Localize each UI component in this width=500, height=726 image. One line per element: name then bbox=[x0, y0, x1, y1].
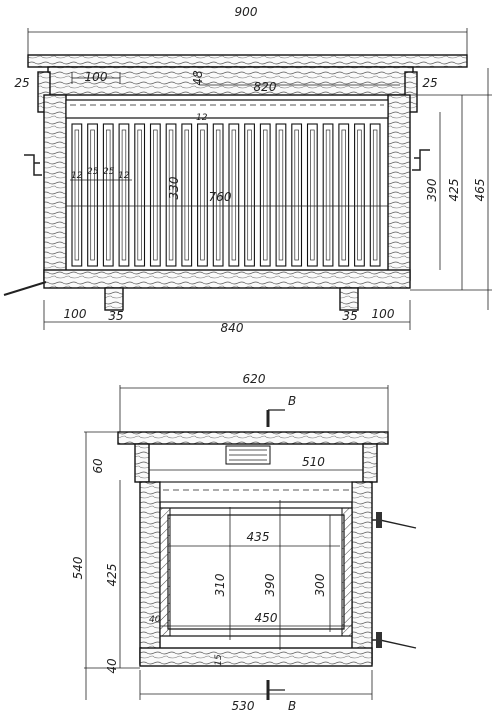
cross-section-view: 620 B B 510 60 435 bbox=[71, 372, 417, 713]
dim-frame-length: 760 bbox=[209, 190, 232, 204]
frame-slat bbox=[118, 123, 130, 267]
dim-leg-span: 840 bbox=[221, 321, 244, 335]
frame-slat bbox=[322, 123, 334, 267]
frame-slat-inner bbox=[168, 129, 174, 261]
dim-side-gap: 40 bbox=[149, 615, 161, 625]
dim-bottom-board: 40 bbox=[105, 658, 119, 674]
dim-lid-height: 48 bbox=[191, 70, 205, 86]
dim-section-total-height: 540 bbox=[71, 556, 85, 579]
dim-leg-width-right: 35 bbox=[342, 309, 357, 323]
frame-slat-inner bbox=[325, 129, 331, 261]
dim-overall-width: 900 bbox=[235, 5, 258, 19]
frame-slat-inner bbox=[90, 129, 95, 261]
section-lid-left bbox=[134, 443, 150, 483]
frame-slat-inner bbox=[200, 129, 205, 261]
dim-section-lid-height: 60 bbox=[91, 458, 105, 474]
dim-leg-offset-right: 100 bbox=[372, 307, 395, 321]
section-wall-right bbox=[351, 481, 373, 665]
frame-slat bbox=[369, 123, 381, 267]
frame-slat-inner bbox=[137, 129, 142, 261]
section-mark-bottom: B bbox=[288, 699, 296, 713]
frame-slat-inner bbox=[310, 129, 315, 261]
frame-slat bbox=[212, 123, 224, 267]
dim-section-overall-width: 620 bbox=[243, 372, 266, 386]
frame-slat-inner bbox=[278, 129, 284, 261]
section-lid-right bbox=[362, 443, 378, 483]
section-roof bbox=[117, 431, 389, 445]
dim-wall-height: 390 bbox=[425, 178, 439, 201]
dim-cover-offset: 100 bbox=[85, 70, 108, 84]
dim-total-height: 465 bbox=[473, 179, 487, 202]
frame-slat bbox=[181, 123, 193, 267]
dim-spacing-3: 25 bbox=[103, 167, 115, 177]
roof-board bbox=[27, 54, 468, 68]
frame-slat-inner bbox=[121, 129, 127, 261]
frame-slat bbox=[244, 123, 255, 267]
dim-frame-width-top: 435 bbox=[247, 530, 270, 544]
frame-slat-inner bbox=[153, 129, 158, 261]
dim-spacing-4: 12 bbox=[118, 171, 130, 181]
frame-slat bbox=[338, 123, 350, 267]
dim-body-height: 425 bbox=[447, 179, 461, 202]
frame-slat bbox=[291, 123, 303, 267]
dim-section-inner-height: 390 bbox=[263, 573, 277, 596]
dim-left-rim: 25 bbox=[14, 76, 29, 90]
dim-rack-height: 300 bbox=[313, 573, 327, 596]
frame-slat-inner bbox=[74, 129, 80, 261]
dim-section-inner-width: 510 bbox=[302, 455, 325, 469]
dim-spacing-1: 12 bbox=[71, 171, 83, 181]
dim-section-frame-height: 310 bbox=[213, 573, 227, 596]
frame-slat-inner bbox=[215, 129, 221, 261]
dim-gap: 12 bbox=[196, 113, 208, 123]
frame-slat bbox=[228, 123, 240, 267]
dim-right-rim: 25 bbox=[422, 76, 437, 90]
frame-slat bbox=[134, 123, 146, 267]
body-bottom bbox=[43, 269, 411, 289]
dim-leg-offset-left: 100 bbox=[64, 307, 87, 321]
frame-slat bbox=[354, 123, 365, 267]
body-wall-left bbox=[43, 94, 67, 281]
body-wall-right bbox=[387, 94, 411, 281]
frame-slat-inner bbox=[247, 129, 252, 261]
leg-left bbox=[104, 287, 124, 311]
frame-slat bbox=[306, 123, 318, 267]
frame-slat bbox=[197, 123, 208, 267]
leg-right bbox=[339, 287, 359, 311]
section-bottom bbox=[139, 647, 373, 667]
dim-frame-height: 330 bbox=[167, 176, 181, 199]
frame-slat bbox=[149, 123, 161, 267]
frame-slat-inner bbox=[184, 129, 189, 261]
frame-slat-inner bbox=[372, 129, 378, 261]
dim-base-width: 530 bbox=[232, 699, 255, 713]
dim-spacing-2: 25 bbox=[87, 167, 99, 177]
frame-slat-inner bbox=[341, 129, 346, 261]
frame-slat bbox=[71, 123, 83, 267]
frame-slat-inner bbox=[106, 129, 111, 261]
lid-frame bbox=[47, 66, 414, 96]
frame-slat-inner bbox=[263, 129, 268, 261]
section-mark-top: B bbox=[288, 394, 296, 408]
frame-slat-inner bbox=[294, 129, 299, 261]
frame-slats bbox=[71, 123, 381, 267]
frame-slat-inner bbox=[357, 129, 362, 261]
dim-frame-width-bottom: 450 bbox=[255, 611, 278, 625]
dim-leg-width-left: 35 bbox=[108, 309, 123, 323]
frame-slat bbox=[275, 123, 287, 267]
dim-inner-length: 820 bbox=[254, 80, 277, 94]
frame-slat bbox=[259, 123, 271, 267]
dim-rail: 15 bbox=[214, 654, 224, 666]
dim-section-body-height: 425 bbox=[105, 564, 119, 587]
frame-slat-inner bbox=[231, 129, 237, 261]
frame-slat bbox=[102, 123, 114, 267]
section-wall-left bbox=[139, 481, 161, 665]
frame-slat bbox=[165, 123, 177, 267]
frame-slat bbox=[87, 123, 98, 267]
side-elevation-view: 900 100 820 48 25 25 12 12 25 25 12 330 bbox=[3, 5, 492, 335]
